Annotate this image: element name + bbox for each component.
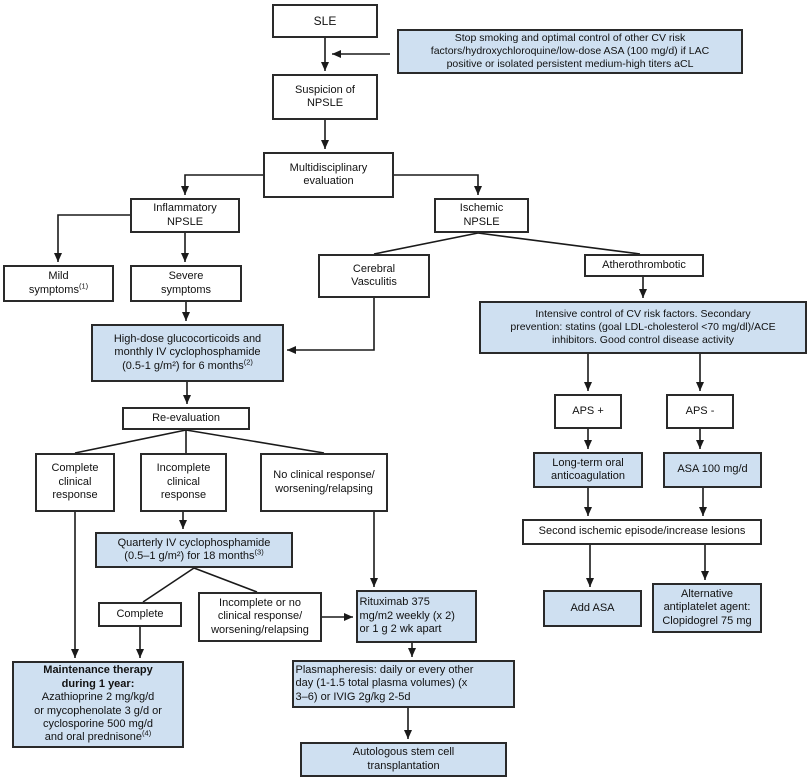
node-complete-label: Complete bbox=[116, 607, 164, 620]
node-aps-positive: APS + bbox=[554, 394, 622, 429]
node-autologous-transplantation: Autologous stem cell transplantation bbox=[300, 742, 507, 777]
node-plasmapheresis-label: Plasmapheresis: daily or every other day… bbox=[295, 663, 474, 703]
node-sle: SLE bbox=[272, 4, 378, 38]
node-complete-clinical-response: Complete clinical response bbox=[35, 453, 115, 512]
node-incomplete-or-no-response: Incomplete or no clinical response/ wors… bbox=[198, 592, 322, 642]
node-inflammatory-npsle: Inflammatory NPSLE bbox=[130, 198, 240, 233]
node-intensive-cv-control-label: Intensive control of CV risk factors. Se… bbox=[510, 308, 776, 346]
node-atherothrombotic: Atherothrombotic bbox=[584, 254, 704, 277]
node-no-clinical-response: No clinical response/ worsening/relapsin… bbox=[260, 453, 388, 512]
node-autologous-transplantation-label: Autologous stem cell transplantation bbox=[352, 746, 455, 772]
node-mild-symptoms-label: Mild symptoms(1) bbox=[28, 270, 89, 296]
node-rituximab-label: Rituximab 375 mg/m2 weekly (x 2) or 1 g … bbox=[359, 596, 455, 636]
node-long-term-anticoagulation-label: Long-term oral anticoagulation bbox=[550, 456, 625, 482]
node-complete: Complete bbox=[98, 602, 182, 627]
node-reevaluation-label: Re-evaluation bbox=[152, 411, 220, 424]
node-aps-negative: APS - bbox=[666, 394, 734, 429]
node-quarterly-cyclophosphamide: Quarterly IV cyclophosphamide (0.5–1 g/m… bbox=[95, 532, 293, 568]
node-inflammatory-npsle-label: Inflammatory NPSLE bbox=[153, 202, 217, 228]
footnote-4: (4) bbox=[142, 728, 152, 738]
node-suspicion-npsle-label: Suspicion of NPSLE bbox=[295, 83, 355, 109]
node-maintenance-therapy-title: Maintenance therapy during 1 year: bbox=[43, 664, 153, 690]
node-aps-positive-label: APS + bbox=[572, 404, 604, 417]
node-ischemic-npsle-label: Ischemic NPSLE bbox=[459, 202, 504, 228]
node-multidisciplinary-evaluation-label: Multidisciplinary evaluation bbox=[289, 161, 368, 187]
node-alternative-antiplatelet: Alternative antiplatelet agent: Clopidog… bbox=[652, 583, 762, 633]
node-no-clinical-response-label: No clinical response/ worsening/relapsin… bbox=[273, 469, 375, 495]
node-high-dose-glucocorticoids: High-dose glucocorticoids and monthly IV… bbox=[91, 324, 284, 382]
node-severe-symptoms: Severe symptoms bbox=[130, 265, 242, 302]
node-rituximab: Rituximab 375 mg/m2 weekly (x 2) or 1 g … bbox=[356, 590, 477, 643]
node-add-asa: Add ASA bbox=[543, 590, 642, 627]
node-ischemic-npsle: Ischemic NPSLE bbox=[434, 198, 529, 233]
node-maintenance-therapy-body: Azathioprine 2 mg/kg/d or mycophenolate … bbox=[34, 691, 162, 744]
node-high-dose-glucocorticoids-label: High-dose glucocorticoids and monthly IV… bbox=[113, 332, 262, 372]
node-second-ischemic-episode-label: Second ischemic episode/increase lesions bbox=[538, 525, 746, 538]
node-asa-100: ASA 100 mg/d bbox=[663, 452, 762, 488]
node-severe-symptoms-label: Severe symptoms bbox=[160, 270, 212, 296]
node-atherothrombotic-label: Atherothrombotic bbox=[602, 258, 686, 271]
node-suspicion-npsle: Suspicion of NPSLE bbox=[272, 74, 378, 120]
node-second-ischemic-episode: Second ischemic episode/increase lesions bbox=[522, 519, 762, 545]
node-incomplete-clinical-response: Incomplete clinical response bbox=[140, 453, 227, 512]
footnote-2: (2) bbox=[243, 357, 253, 367]
node-asa-100-label: ASA 100 mg/d bbox=[677, 463, 748, 476]
node-incomplete-clinical-response-label: Incomplete clinical response bbox=[156, 462, 211, 502]
node-plasmapheresis: Plasmapheresis: daily or every other day… bbox=[292, 660, 515, 708]
footnote-1: (1) bbox=[78, 280, 89, 290]
node-quarterly-cyclophosphamide-label: Quarterly IV cyclophosphamide (0.5–1 g/m… bbox=[117, 536, 271, 562]
node-add-asa-label: Add ASA bbox=[570, 601, 615, 614]
node-incomplete-or-no-response-label: Incomplete or no clinical response/ wors… bbox=[211, 596, 309, 636]
node-reevaluation: Re-evaluation bbox=[122, 407, 250, 430]
node-cerebral-vasculitis-label: Cerebral Vasculitis bbox=[351, 262, 397, 288]
node-multidisciplinary-evaluation: Multidisciplinary evaluation bbox=[263, 152, 394, 198]
node-intensive-cv-control: Intensive control of CV risk factors. Se… bbox=[479, 301, 807, 354]
node-stop-smoking-label: Stop smoking and optimal control of othe… bbox=[430, 32, 710, 70]
node-cerebral-vasculitis: Cerebral Vasculitis bbox=[318, 254, 430, 298]
footnote-3: (3) bbox=[254, 547, 264, 557]
node-maintenance-therapy: Maintenance therapy during 1 year: Azath… bbox=[12, 661, 184, 748]
node-sle-label: SLE bbox=[313, 13, 337, 28]
node-aps-negative-label: APS - bbox=[685, 404, 715, 417]
node-stop-smoking: Stop smoking and optimal control of othe… bbox=[397, 29, 743, 74]
node-long-term-anticoagulation: Long-term oral anticoagulation bbox=[533, 452, 643, 488]
node-complete-clinical-response-label: Complete clinical response bbox=[51, 462, 99, 502]
node-mild-symptoms: Mild symptoms(1) bbox=[3, 265, 114, 302]
node-alternative-antiplatelet-label: Alternative antiplatelet agent: Clopidog… bbox=[662, 587, 752, 627]
